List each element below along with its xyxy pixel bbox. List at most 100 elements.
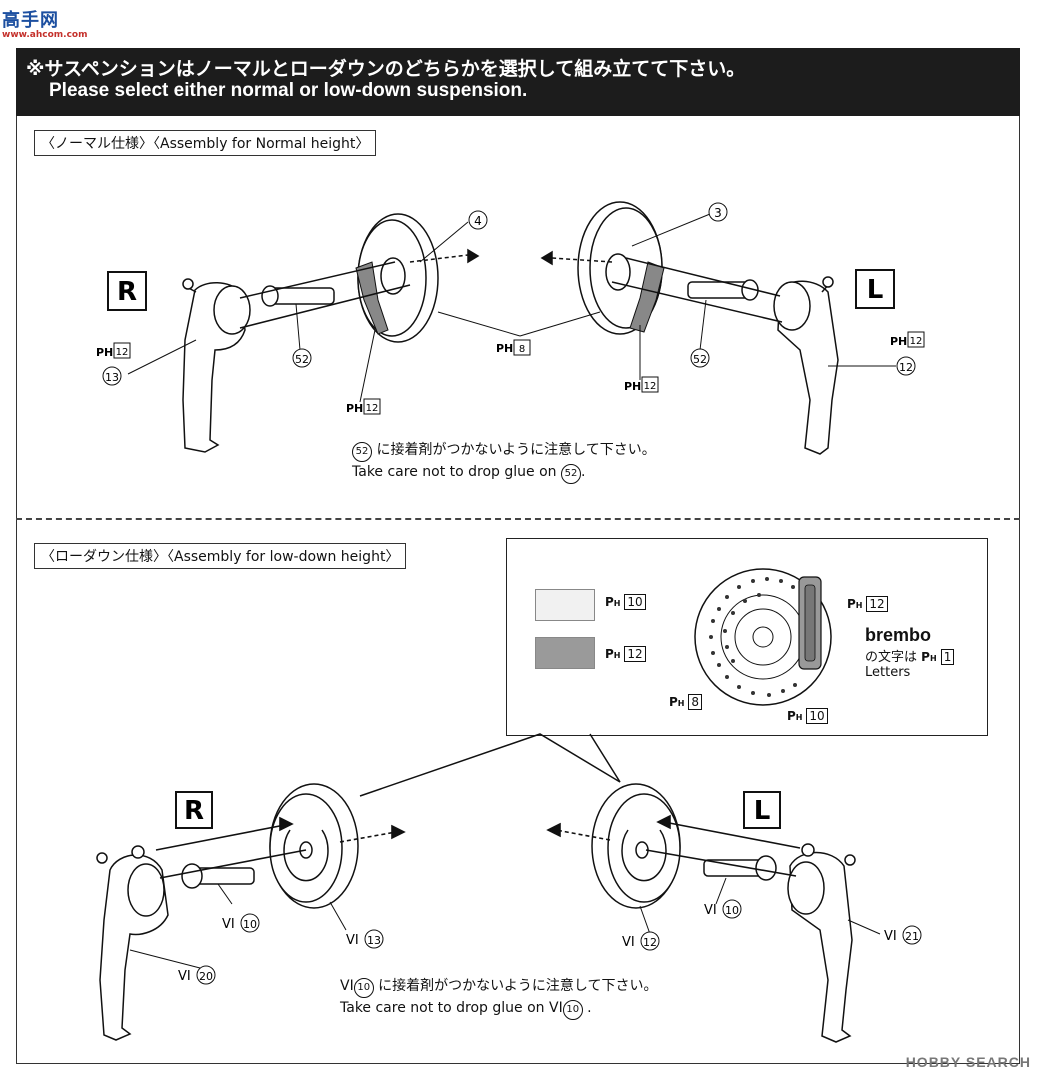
paint-callout-box: PH 10 PH 12 PH 12 brembo の文字は PH 1 Lette…	[506, 538, 988, 736]
drilled-disc-illustration	[694, 568, 832, 706]
svg-text:10: 10	[725, 904, 739, 917]
header-jp: ※サスペンションはノーマルとローダウンのどちらかを選択して組み立てて下さい。	[26, 58, 746, 80]
svg-text:12: 12	[366, 403, 379, 414]
swatch-dark	[535, 637, 595, 669]
svg-text:VI: VI	[178, 969, 191, 984]
svg-text:20: 20	[199, 970, 213, 983]
assembly-lines-l	[540, 250, 783, 323]
site-logo: 高手网 www.ahcom.com	[2, 6, 88, 40]
lowdown-disc-l	[591, 783, 681, 909]
normal-glue-note: 52 に接着剤がつかないように注意して下さい。 Take care not to…	[352, 440, 656, 484]
part-number-52-r: 52	[292, 348, 312, 368]
part-number-3: 3	[708, 202, 728, 222]
svg-text:4: 4	[474, 214, 482, 228]
normal-assembly-diagram: R L	[96, 201, 925, 455]
paint-code-caliper-l: PH 12	[624, 376, 659, 393]
paint-code-arm-l: PH 12	[890, 331, 925, 348]
lowdown-pin-r	[181, 863, 255, 889]
paint-code-disc: PH 8	[496, 339, 531, 356]
knuckle-arm-l	[773, 276, 839, 455]
lowdown-disc-r	[269, 783, 359, 909]
svg-text:VI: VI	[346, 933, 359, 948]
svg-text:12: 12	[644, 381, 657, 392]
letters-code: 1	[940, 649, 955, 665]
swatch-light	[535, 589, 595, 621]
lowdown-side-r-badge: R	[175, 791, 213, 829]
lowdown-arm-r	[96, 845, 169, 1041]
normal-glue-note-en: Take care not to drop glue on 52.	[352, 462, 656, 484]
svg-text:13: 13	[105, 371, 119, 384]
normal-glue-note-jp: 52 に接着剤がつかないように注意して下さい。	[352, 440, 656, 462]
svg-text:10: 10	[243, 918, 257, 931]
svg-text:12: 12	[643, 936, 657, 949]
svg-text:R: R	[184, 796, 204, 826]
label-pin-r: VI 10	[222, 913, 260, 933]
svg-text:VI: VI	[622, 935, 635, 950]
svg-text:PH: PH	[890, 335, 907, 348]
assembly-lines-r	[239, 248, 480, 329]
svg-text:PH: PH	[96, 346, 113, 359]
lowdown-section-label: 〈ローダウン仕様〉〈Assembly for low-down height〉	[34, 543, 407, 569]
svg-text:3: 3	[714, 206, 722, 220]
svg-text:52: 52	[693, 353, 707, 366]
label-pin-l: VI 10	[704, 899, 742, 919]
caliper-r	[355, 261, 389, 335]
svg-text:L: L	[754, 796, 771, 826]
label-arm-r: VI 20	[178, 965, 216, 985]
logo-subtext: www.ahcom.com	[2, 30, 88, 40]
note-part-circle-2: 52	[561, 464, 581, 484]
note-part-circle: 52	[352, 442, 372, 462]
svg-text:13: 13	[367, 934, 381, 947]
svg-text:21: 21	[905, 930, 919, 943]
lowdown-assembly-diagram: R L	[96, 733, 922, 1043]
label-disc-r: VI 13	[346, 929, 384, 949]
disc-code: PH 8	[669, 694, 702, 710]
normal-section-label: 〈ノーマル仕様〉〈Assembly for Normal height〉	[34, 130, 377, 156]
lowdown-leaders	[129, 877, 881, 969]
side-l-text: L	[867, 275, 884, 305]
svg-text:PH: PH	[346, 402, 363, 415]
pin-52-r	[261, 285, 335, 307]
part-number-4: 4	[468, 210, 488, 230]
side-r-text: R	[117, 277, 137, 307]
label-disc-l: VI 12	[622, 931, 660, 951]
lowdown-lines-r	[155, 816, 406, 879]
part-number-13: 13	[102, 366, 122, 386]
instruction-frame	[16, 116, 1020, 1064]
brembo-jp: の文字は PH 1	[865, 646, 955, 665]
brembo-word: brembo	[865, 625, 932, 645]
instruction-header: ※サスペンションはノーマルとローダウンのどちらかを選択して組み立てて下さい。 P…	[16, 48, 1020, 116]
paint-code-caliper-r: PH 12	[346, 398, 381, 415]
svg-text:12: 12	[910, 336, 923, 347]
svg-text:VI: VI	[222, 917, 235, 932]
swatch-light-code: PH 10	[605, 594, 646, 610]
paint-code-arm-r: PH 12	[96, 342, 131, 359]
lowdown-lines-l	[546, 814, 801, 877]
part-number-12: 12	[896, 356, 916, 376]
svg-text:VI: VI	[884, 929, 897, 944]
center-code: PH 10	[787, 708, 828, 724]
svg-text:VI: VI	[704, 903, 717, 918]
header-en: Please select either normal or low-down …	[49, 80, 528, 101]
side-r-badge: R	[107, 271, 147, 311]
lowdown-pin-l	[703, 855, 777, 881]
watermark: HOBBY SEARCH	[905, 1054, 1031, 1070]
svg-text:12: 12	[899, 361, 913, 374]
logo-text: 高手网	[2, 10, 59, 31]
callout-pointer	[359, 733, 621, 797]
brembo-en: Letters	[865, 665, 911, 680]
brembo-note: brembo の文字は PH 1 Letters	[865, 625, 955, 680]
svg-text:PH: PH	[624, 380, 641, 393]
svg-text:PH: PH	[496, 342, 513, 355]
leader-lines	[127, 213, 896, 403]
caliper-code: PH 12	[847, 596, 888, 612]
label-arm-l: VI 21	[884, 925, 922, 945]
side-l-badge: L	[855, 269, 895, 309]
svg-text:8: 8	[519, 344, 525, 355]
svg-text:52: 52	[295, 353, 309, 366]
section-divider	[16, 518, 1020, 520]
swatch-dark-code: PH 12	[605, 646, 646, 662]
